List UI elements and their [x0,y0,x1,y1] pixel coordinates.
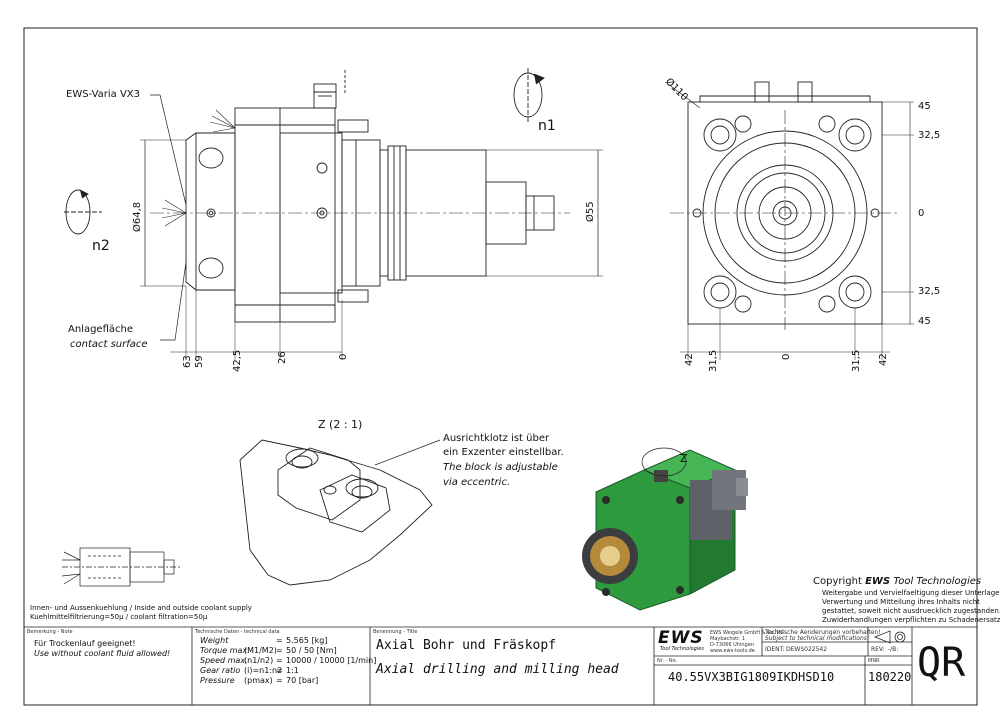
tb-tech-eq: = [276,646,283,655]
dim-side-425: 42,5 [232,350,243,372]
tb-change-en: Subject to technical modifications! [765,635,870,642]
detail-title: Z (2 : 1) [318,418,363,431]
detail-note-de-2: ein Exzenter einstellbar. [443,447,564,458]
dim-right-4: 32,5 [918,286,941,297]
detail-note-de-1: Ausrichtklotz ist über [443,433,550,444]
coolant-schematic [61,547,180,587]
tb-rev-value: -/B: [888,646,899,653]
tb-logo-sub: Tool Technologies [660,646,704,652]
tb-tech-value: 10000 / 10000 [1/min] [286,656,377,665]
detail-note-en-1: The block is adjustable [443,462,558,473]
copyright-line-4: Zuwiderhandlungen verpflichten zu Schade… [822,616,1000,624]
sheet-frame [23,27,978,706]
label-varia: EWS-Varia VX3 [66,89,141,100]
dim-dia-shank: Ø55 [584,201,596,222]
dim-right-1: 45 [918,101,931,112]
dim-right-5: 45 [918,316,931,327]
copyright-line-3: gestattet, soweit nicht ausdruecklich zu… [822,607,1000,615]
dim-front-b5: 42 [878,353,889,366]
tb-name-header: Benennung - Title [373,629,418,635]
tb-tech-label: Pressure [200,676,235,685]
tb-tech-value: 50 / 50 [Nm] [286,646,337,655]
copyright-brand: EWS [865,576,891,587]
dimension-texts: Ø64,8 Ø55 63 59 42,5 26 0 Ø110 42 31,5 0… [131,76,889,372]
tb-qr: QR [917,640,966,686]
dim-side-63: 63 [182,355,193,368]
isometric-render [582,447,748,611]
tb-ident-value: DEWS022542 [786,646,828,653]
tb-company-1: EWS Weigele GmbH & Co. KG [710,630,784,636]
tb-tech-sub: (i)=n1:n2 [244,666,283,675]
tb-tech-value: 70 [bar] [286,676,319,685]
tb-change-de: Technische Aenderungen vorbehalten! [765,629,881,636]
tb-company-2: Maybachstr. 1 [710,636,746,642]
tb-tech-eq: = [276,676,283,685]
dim-right-2: 32,5 [918,130,941,141]
iso-label-z: Z [680,452,688,465]
tb-tech-label: Gear ratio [200,666,241,675]
detail-note-en-2: via eccentric. [443,477,511,488]
dim-right-3: 0 [918,208,925,219]
tb-ident-label: IDENT: [765,646,785,653]
dim-side-0: 0 [338,354,349,360]
dim-front-b1: 42 [684,353,695,366]
tb-note-en: Use without coolant fluid allowed! [34,649,171,658]
label-n1: n1 [538,118,556,134]
dim-front-dia: Ø110 [663,76,691,104]
tb-note-de: Für Trockenlauf geeignet! [34,639,136,648]
tb-mnr-value: 180220 [868,670,912,684]
tb-name-en: Axial drilling and milling head [376,662,619,677]
label-n2: n2 [92,238,110,254]
tb-logo: EWS [658,628,704,648]
copyright-prefix: Copyright [813,576,862,587]
tb-tech-value: 1:1 [286,666,299,675]
coolant-line-1: Innen- und Aussenkuehlung / Inside and o… [30,604,252,612]
tb-nr-label: Nr. - No. [657,658,678,664]
tb-mnr-label: MNR [868,658,880,664]
title-block-grid [24,626,977,705]
tb-tech-header: Technische Daten - technical data [195,629,280,635]
dim-side-26: 26 [277,351,288,364]
tb-company-4: www.ews-tools.de [710,648,755,654]
tb-tech-label: Torque max. [200,646,250,655]
dim-side-59: 59 [194,355,205,368]
tb-tech-sub: (pmax) [244,676,273,685]
front-view [667,81,914,360]
tb-note-header: Bemerkung - Note [27,629,73,635]
dim-front-b2: 31,5 [708,350,719,372]
label-contact-de: Anlagefläche [68,324,133,335]
tb-tech-eq: = [276,656,283,665]
tb-tech-sub: (M1/M2) [244,646,277,655]
copyright-line-1: Weitergabe und Vervielfaeltigung dieser … [822,589,1000,597]
tb-tech-eq: = [276,636,283,645]
coolant-line-2: Kuehlmittelfiltrierung=50µ / coolant fil… [30,613,208,621]
tb-tech-label: Speed max. [200,656,248,665]
tb-rev-label: REV: [871,646,885,653]
dim-dia-outer: Ø64,8 [131,202,143,232]
tb-part-number: 40.55VX3BIG1809IKDHSD10 [668,670,835,684]
copyright-suffix: Tool Technologies [893,576,982,587]
tb-tech-sub: (n1/n2) [244,656,274,665]
dim-front-b4: 31,5 [851,350,862,372]
dim-front-b3: 0 [781,354,792,360]
tb-tech-value: 5.565 [kg] [286,636,328,645]
tb-company-3: D-73066 Uhingen [710,642,754,648]
side-view [64,68,603,360]
tb-tech-eq: = [276,666,283,675]
tb-tech-label: Weight [200,636,229,645]
copyright-line-2: Verwertung und Mitteilung ihres Inhalts … [822,598,980,606]
tb-name-de: Axial Bohr und Fräskopf [376,638,557,653]
label-contact-en: contact surface [70,339,148,350]
detail-z-view [239,439,441,586]
copyright-title: Copyright EWS Tool Technologies [813,576,981,587]
